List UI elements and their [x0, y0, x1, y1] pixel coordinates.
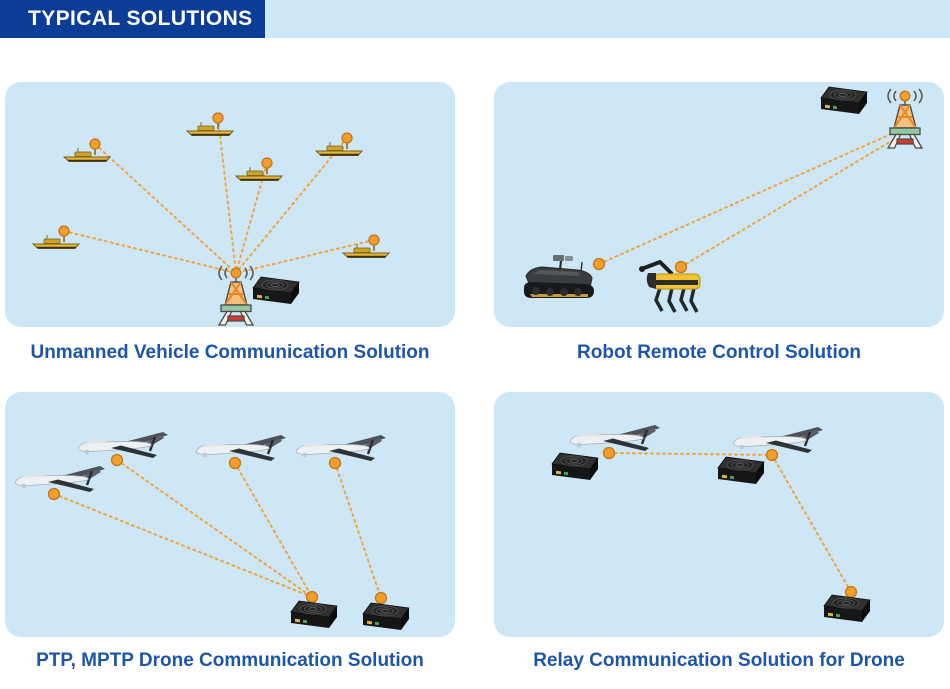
antenna-tower-icon	[218, 265, 254, 326]
header-strip	[265, 0, 950, 38]
page-title: TYPICAL SOLUTIONS	[28, 7, 253, 30]
drone-icon	[13, 464, 107, 501]
quadruped-robot-icon	[637, 260, 702, 314]
comm-node-dot	[305, 590, 319, 604]
unmanned-boat-icon	[315, 132, 363, 157]
drone-icon	[76, 430, 170, 467]
comm-node-dot	[844, 585, 858, 599]
panel-relay-drone	[494, 392, 944, 637]
panel-robot-remote-control	[494, 82, 944, 327]
unmanned-boat-icon	[63, 138, 111, 163]
caption-unmanned-vehicle: Unmanned Vehicle Communication Solution	[30, 342, 430, 363]
unmanned-boat-icon	[235, 157, 283, 182]
drone-icon	[294, 433, 388, 470]
radio-unit-icon	[717, 456, 765, 485]
ptp-mptp-drone-diagram	[13, 430, 410, 631]
comm-node-dot	[592, 257, 606, 271]
header-banner: TYPICAL SOLUTIONS	[0, 0, 265, 38]
unmanned-boat-icon	[186, 112, 234, 137]
tracked-robot-icon	[522, 254, 596, 300]
relay-drone-diagram	[551, 423, 871, 623]
drone-icon	[194, 433, 288, 470]
radio-unit-icon	[252, 276, 300, 305]
caption-relay-drone: Relay Communication Solution for Drone	[533, 650, 905, 671]
unmanned-boat-icon	[32, 225, 80, 250]
panel-unmanned-vehicle	[5, 82, 455, 327]
radio-unit-icon	[362, 602, 410, 631]
comm-node-dot	[374, 591, 388, 605]
comm-node-dot	[674, 260, 688, 274]
radio-unit-icon	[551, 452, 599, 481]
antenna-tower-icon	[887, 88, 923, 149]
radio-unit-icon	[823, 594, 871, 623]
caption-robot-remote-control: Robot Remote Control Solution	[577, 342, 861, 363]
unmanned-vehicle-diagram	[32, 112, 390, 326]
panel-ptp-mptp-drone	[5, 392, 455, 637]
radio-unit-icon	[290, 600, 338, 629]
radio-unit-icon	[820, 86, 868, 115]
robot-remote-control-diagram	[522, 86, 923, 314]
caption-ptp-mptp-drone: PTP, MPTP Drone Communication Solution	[36, 650, 424, 671]
